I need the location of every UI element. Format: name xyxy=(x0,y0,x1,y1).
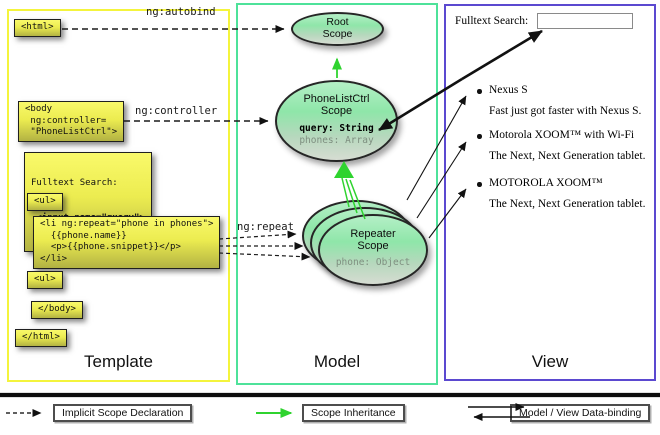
template-column-label: Template xyxy=(84,352,153,371)
ng-repeat-label: ng:repeat xyxy=(237,221,294,233)
phone-name: MOTOROLA XOOM™ xyxy=(489,177,603,189)
bullet-icon xyxy=(477,134,482,139)
legend-scope-inheritance: Scope Inheritance xyxy=(302,404,405,422)
view-search-label: Fulltext Search: xyxy=(455,15,529,27)
template-column-frame xyxy=(7,9,230,382)
model-column-frame xyxy=(236,3,438,385)
code-html-open: <html> xyxy=(14,19,61,37)
phonelistctrl-scope-title: PhoneListCtrl Scope xyxy=(303,93,370,118)
phonelistctrl-scope-ellipse: PhoneListCtrl Scope query: String phones… xyxy=(275,80,398,162)
view-list-item: Nexus S Fast just got faster with Nexus … xyxy=(477,84,641,117)
view-search-input[interactable] xyxy=(537,13,633,29)
repeater-scope-title: Repeater Scope xyxy=(350,228,396,253)
repeater-scope-ellipse-front: Repeater Scope phone: Object xyxy=(318,214,428,286)
code-ul-close: <ul> xyxy=(27,271,63,289)
ng-autobind-label: ng:autobind xyxy=(146,6,216,18)
code-ul-open: <ul> xyxy=(27,193,63,211)
phone-property: phone: Object xyxy=(335,256,411,268)
phone-name: Nexus S xyxy=(489,84,528,96)
bullet-icon xyxy=(477,89,482,94)
model-column-label: Model xyxy=(313,352,361,371)
phone-name: Motorola XOOM™ with Wi-Fi xyxy=(489,129,635,141)
phone-snippet: The Next, Next Generation tablet. xyxy=(489,150,646,162)
ng-controller-label: ng:controller xyxy=(135,105,218,117)
root-scope-ellipse: Root Scope xyxy=(291,12,384,46)
code-fulltext-label: Fulltext Search: xyxy=(31,178,118,189)
bullet-icon xyxy=(477,182,482,187)
legend-implicit-scope-declaration: Implicit Scope Declaration xyxy=(53,404,193,422)
view-column-label: View xyxy=(531,352,569,371)
code-body-open: <body ng:controller= "PhoneListCtrl"> xyxy=(18,101,125,143)
query-property: query: String xyxy=(299,122,374,134)
phone-snippet: The Next, Next Generation tablet. xyxy=(489,198,646,210)
root-scope-title: Root Scope xyxy=(322,16,353,40)
view-list-item: MOTOROLA XOOM™ The Next, Next Generation… xyxy=(477,177,645,210)
legend-model-view-data-binding: Model / View Data-binding xyxy=(510,404,651,422)
code-body-close: </body> xyxy=(31,301,83,319)
phone-snippet: Fast just got faster with Nexus S. xyxy=(489,105,642,117)
code-li-repeat: <li ng:repeat="phone in phones"> {{phone… xyxy=(33,216,221,269)
view-list-item: Motorola XOOM™ with Wi-Fi The Next, Next… xyxy=(477,129,645,162)
phones-property: phones: Array xyxy=(299,134,374,146)
code-html-close: </html> xyxy=(15,329,67,347)
